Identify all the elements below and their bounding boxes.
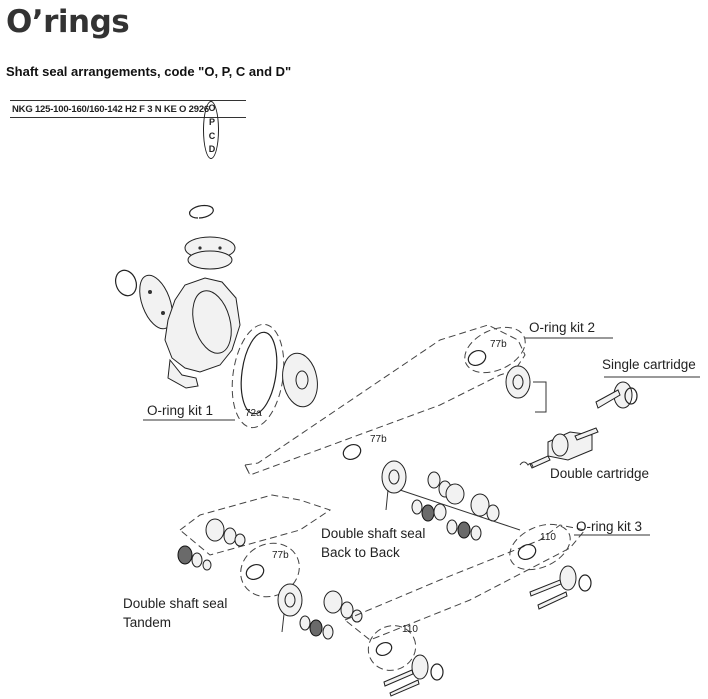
divider bbox=[10, 100, 246, 101]
seal-ring bbox=[299, 615, 311, 631]
label-o-ring-kit-2: O-ring kit 2 bbox=[529, 320, 595, 335]
label-double-cartridge: Double cartridge bbox=[550, 466, 649, 481]
seal-face bbox=[323, 590, 343, 614]
kit-3-cartridge-parts bbox=[529, 565, 592, 610]
assembly-envelope bbox=[179, 494, 332, 556]
seal-face bbox=[445, 483, 465, 505]
cartridge-bolt bbox=[383, 669, 414, 687]
o-ring-77b-mid bbox=[342, 444, 362, 460]
part-number-77b-mid: 77b bbox=[370, 434, 387, 445]
suction-o-ring bbox=[115, 269, 137, 297]
code-option-d: D bbox=[208, 144, 216, 154]
code-option-o: O bbox=[208, 103, 216, 113]
tandem-seal-set bbox=[177, 518, 246, 571]
seal-ring bbox=[486, 504, 500, 522]
o-ring-kit-3-outline bbox=[367, 625, 417, 671]
hand-cursor-icon bbox=[519, 461, 534, 468]
part-number-77b-top: 77b bbox=[490, 339, 507, 350]
o-ring-77b-low bbox=[245, 564, 265, 580]
seal-gland-bore bbox=[284, 592, 296, 608]
bolt bbox=[385, 489, 389, 511]
cartridge-bolt bbox=[537, 591, 568, 610]
cartridge-o-ring bbox=[578, 574, 592, 592]
seal-face bbox=[205, 518, 225, 542]
seal-ring bbox=[433, 503, 447, 521]
leader-line bbox=[399, 489, 521, 531]
bolt bbox=[281, 613, 285, 633]
pump-cover-hub bbox=[295, 370, 309, 390]
part-number-72a: 72a bbox=[245, 408, 262, 419]
o-ring-kit-3-outline bbox=[509, 523, 571, 571]
seal-face bbox=[470, 493, 490, 517]
seal-ring bbox=[223, 527, 237, 545]
seal-ring bbox=[427, 471, 441, 489]
o-ring-kit-outline bbox=[240, 542, 300, 598]
type-code-text: NKG 125-100-160/160-142 H2 F 3 N KE O 29… bbox=[12, 104, 210, 115]
seal-spring bbox=[457, 521, 471, 539]
code-option-c: C bbox=[208, 131, 216, 141]
seal-ring bbox=[234, 533, 246, 547]
assembly-envelope bbox=[344, 524, 586, 641]
part-number-110-right: 110 bbox=[540, 532, 556, 543]
cartridge-bolt bbox=[574, 427, 599, 441]
seal-gland-bore bbox=[512, 374, 524, 390]
o-ring-110-right bbox=[517, 544, 537, 560]
cartridge-o-ring bbox=[430, 663, 444, 681]
label-tandem-line-2: Tandem bbox=[123, 615, 171, 630]
code-option-p: P bbox=[208, 117, 215, 127]
cartridge-housing bbox=[559, 565, 577, 591]
suction-flange bbox=[139, 274, 173, 330]
seal-ring bbox=[202, 559, 212, 571]
seal-ring bbox=[446, 519, 458, 535]
o-ring-110-bottom bbox=[375, 641, 393, 657]
o-ring-kit-2-outline bbox=[464, 326, 526, 374]
back-to-back-seal-set bbox=[381, 460, 521, 541]
label-o-ring-kit-1: O-ring kit 1 bbox=[147, 403, 213, 418]
seal-ring bbox=[340, 601, 354, 619]
cartridge-bolt bbox=[529, 579, 562, 597]
pump-housing bbox=[115, 204, 241, 389]
leader-line bbox=[533, 381, 547, 413]
double-cartridge-gland bbox=[551, 433, 569, 457]
page-title: O’rings bbox=[6, 4, 130, 40]
seal-ring bbox=[470, 525, 482, 541]
label-back-to-back-line-2: Back to Back bbox=[321, 545, 400, 560]
exploded-view-diagram: 72a O-ring kit 1 77b O-ring kit 2 Single… bbox=[115, 204, 700, 697]
seal-spring bbox=[421, 504, 435, 522]
o-ring-77b-top bbox=[467, 350, 487, 366]
seal-spring bbox=[309, 619, 323, 637]
double-cartridge-seal bbox=[519, 427, 599, 469]
seal-ring bbox=[191, 552, 203, 568]
volute-opening bbox=[192, 290, 232, 354]
cartridge-bolt bbox=[529, 455, 551, 469]
shaft-seal-code-oval: O P C D bbox=[203, 101, 219, 159]
assembly-envelope bbox=[244, 464, 251, 476]
assembly-envelope bbox=[244, 324, 526, 476]
part-number-77b-low: 77b bbox=[272, 550, 289, 561]
cartridge-bolt bbox=[389, 679, 420, 697]
circlip-ring bbox=[189, 204, 214, 219]
part-number-110-bottom: 110 bbox=[402, 624, 418, 635]
label-tandem-line-1: Double shaft seal bbox=[123, 596, 227, 611]
label-o-ring-kit-3: O-ring kit 3 bbox=[576, 519, 642, 534]
seal-ring bbox=[411, 499, 423, 515]
bottom-cartridge-parts bbox=[383, 654, 444, 697]
seal-gland-bore bbox=[388, 469, 400, 485]
page-subtitle: Shaft seal arrangements, code "O, P, C a… bbox=[6, 64, 292, 79]
label-single-cartridge: Single cartridge bbox=[602, 357, 696, 372]
single-cartridge-seal bbox=[505, 365, 638, 413]
seal-ring bbox=[322, 624, 334, 640]
cartridge-housing bbox=[411, 654, 429, 680]
type-code-designation: NKG 125-100-160/160-142 H2 F 3 N KE O 29… bbox=[10, 98, 246, 160]
divider bbox=[10, 117, 246, 118]
cartridge-o-ring bbox=[624, 387, 638, 405]
label-back-to-back-line-1: Double shaft seal bbox=[321, 526, 425, 541]
flange-plate bbox=[187, 250, 233, 270]
seal-spring bbox=[177, 545, 193, 565]
pump-foot bbox=[167, 358, 199, 389]
o-ring-72a bbox=[240, 331, 278, 415]
seal-ring bbox=[351, 609, 363, 623]
cartridge-bolt bbox=[595, 389, 621, 409]
tandem-seal-gland-set bbox=[277, 583, 363, 640]
